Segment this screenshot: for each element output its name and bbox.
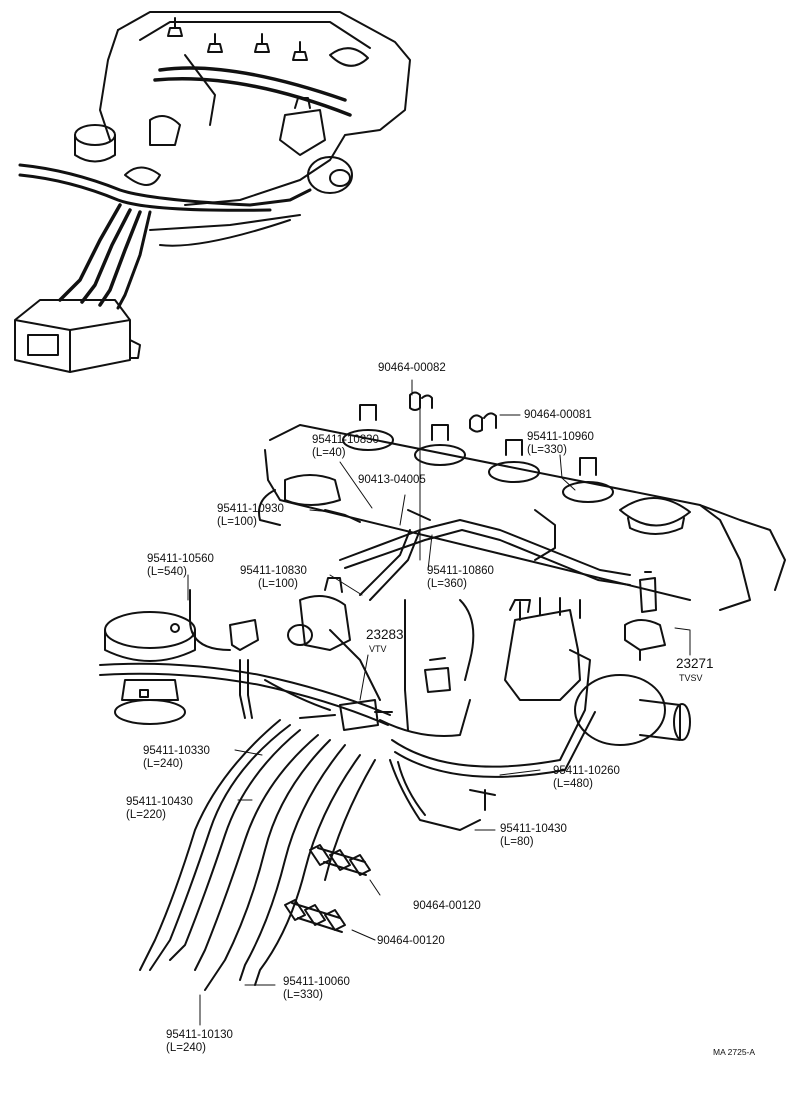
hose-length: (L=540) xyxy=(147,566,187,578)
hose-length: (L=240) xyxy=(143,758,183,770)
vacuum-pipes xyxy=(325,510,630,600)
part-number: 95411-10830 xyxy=(240,565,307,577)
valve-cover-nipples xyxy=(343,405,613,502)
tvsv-valve xyxy=(625,572,665,660)
hose-length: (L=330) xyxy=(527,444,567,456)
part-number: 90464-00120 xyxy=(413,900,481,912)
engine-overview-illustration xyxy=(15,12,410,372)
part-number: 95411-10130 xyxy=(166,1029,233,1041)
callout-95411-10060: 95411-10060 (L=330) xyxy=(283,976,350,1002)
callout-95411-10430-l80: 95411-10430 (L=80) xyxy=(500,823,567,849)
part-number: 95411-10860 xyxy=(427,565,494,577)
part-number: 90413-04005 xyxy=(358,474,426,486)
hose-clip-small xyxy=(470,413,496,431)
hose-length: (L=360) xyxy=(427,578,467,590)
clip-strip xyxy=(285,900,345,932)
hose-length: (L=40) xyxy=(312,447,346,459)
hose-clip-small xyxy=(410,393,432,411)
callout-90464-00082: 90464-00082 xyxy=(378,362,446,375)
callout-95411-10130: 95411-10130 (L=240) xyxy=(166,1029,233,1055)
callout-95411-10860: 95411-10860 (L=360) xyxy=(427,565,494,591)
part-number: 95411-10960 xyxy=(527,431,594,443)
callout-95411-10830-l100: 95411-10830 (L=100) xyxy=(240,565,307,591)
hose-length: (L=240) xyxy=(166,1042,206,1054)
oil-filler-cap xyxy=(330,48,368,66)
callout-95411-10930: 95411-10930 (L=100) xyxy=(217,503,284,529)
part-number: 23283 xyxy=(366,627,404,642)
part-number: 90464-00082 xyxy=(378,362,446,374)
distributor-small xyxy=(280,110,325,155)
part-number: 95411-10830 xyxy=(312,434,379,446)
part-number: 23271 xyxy=(676,656,714,671)
hose-length: (L=330) xyxy=(283,989,323,1001)
clip-strip xyxy=(310,845,370,875)
spark-plug-cap xyxy=(168,18,307,60)
part-name: VTV xyxy=(369,644,387,654)
callout-90413-04005: 90413-04005 xyxy=(358,474,426,487)
distributor xyxy=(505,598,690,745)
part-number: 90464-00081 xyxy=(524,409,592,421)
callout-95411-10830-l40: 95411-10830 (L=40) xyxy=(312,434,379,460)
callout-90464-00081: 90464-00081 xyxy=(524,409,592,422)
hose-length: (L=80) xyxy=(500,836,534,848)
engine-block-outline xyxy=(265,425,785,610)
part-number: 95411-10260 xyxy=(553,765,620,777)
hose-length: (L=480) xyxy=(553,778,593,790)
part-number: 95411-10560 xyxy=(147,553,214,565)
callout-90464-00120-lower: 90464-00120 xyxy=(377,935,445,948)
part-number: 95411-10330 xyxy=(143,745,210,757)
part-number: 95411-10430 xyxy=(126,796,193,808)
callout-95411-10430-l220: 95411-10430 (L=220) xyxy=(126,796,193,822)
callout-23271-tvsv: 23271 TVSV xyxy=(676,656,714,685)
hose-length: (L=100) xyxy=(217,516,257,528)
callout-95411-10330: 95411-10330 (L=240) xyxy=(143,745,210,771)
hose-length: (L=100) xyxy=(258,578,298,590)
vacuum-switching-valve xyxy=(230,578,350,650)
figure-code: MA 2725-A xyxy=(713,1047,756,1057)
hose-length: (L=220) xyxy=(126,809,166,821)
vacuum-hoses xyxy=(100,590,595,990)
callout-95411-10260: 95411-10260 (L=480) xyxy=(553,765,620,791)
callout-23283-vtv: 23283 VTV xyxy=(366,627,404,656)
oil-filler-cap xyxy=(620,498,690,534)
part-number: 95411-10430 xyxy=(500,823,567,835)
callout-95411-10960: 95411-10960 (L=330) xyxy=(527,431,594,457)
callout-90464-00120-upper: 90464-00120 xyxy=(413,900,481,913)
part-number: 95411-10060 xyxy=(283,976,350,988)
egr-valve xyxy=(105,612,195,724)
leader-lines xyxy=(188,380,690,1025)
part-number: 90464-00120 xyxy=(377,935,445,947)
callout-95411-10560: 95411-10560 (L=540) xyxy=(147,553,214,579)
part-number: 95411-10930 xyxy=(217,503,284,515)
part-name: TVSV xyxy=(679,673,703,683)
